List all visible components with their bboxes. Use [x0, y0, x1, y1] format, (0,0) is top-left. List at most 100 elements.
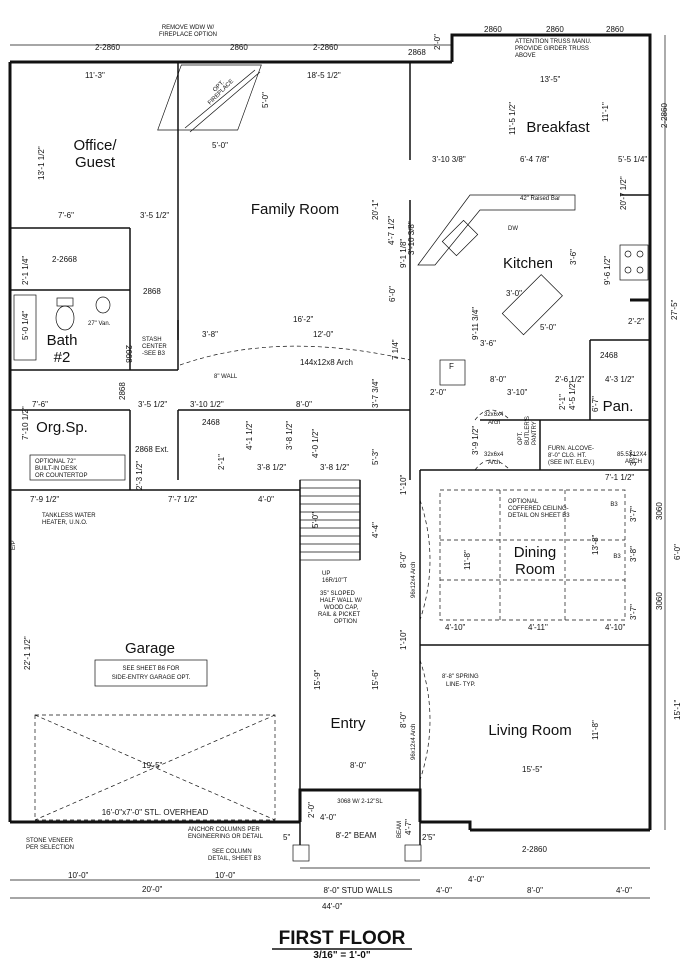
dim: 3'-10 3/8"	[432, 155, 466, 164]
dim: 11'-3"	[85, 71, 105, 80]
room-dining-line2: Room	[515, 561, 555, 578]
dim: 9'-6 1/2"	[603, 256, 612, 285]
dim: 6'-4 7/8"	[520, 155, 549, 164]
note-butler-3: PANTRY	[532, 421, 538, 445]
note-tankless-2: HEATER, U.N.O.	[42, 520, 88, 526]
room-bath-line1: Bath	[47, 332, 78, 349]
note-arch-144: 144x12x8 Arch	[300, 358, 353, 367]
dim: 2'-0"	[307, 802, 316, 818]
dim: 13'-1 1/2"	[37, 146, 46, 180]
dim: 2-2860	[522, 845, 547, 854]
dim: 2'-6 1/2"	[555, 375, 584, 384]
dim: 4'-0"	[320, 813, 336, 822]
dim: 3'-8"	[629, 546, 638, 562]
dimensions: 2-2860 2860 2-2860 2868 2'-0" 2860 2860 …	[21, 25, 682, 911]
dim: 5'-0 1/4"	[21, 311, 30, 340]
note-anchor-1: ANCHOR COLUMNS PER	[188, 827, 260, 833]
dim: 4'-0"	[436, 886, 452, 895]
dim: 5'-3"	[371, 449, 380, 465]
note-coffered-1: OPTIONAL	[508, 499, 539, 505]
dim: 3'-5 1/2"	[140, 211, 169, 220]
note-arch85-2: ARCH	[625, 459, 642, 465]
note-b3-b: B3	[613, 554, 621, 560]
note-stash-2: CENTER	[142, 344, 167, 350]
page-title: FIRST FLOOR	[279, 928, 406, 949]
room-labels: Office/ Guest Family Room Breakfast Kitc…	[36, 119, 633, 739]
dim: 3'-7"	[629, 604, 638, 620]
dim: 2668	[124, 345, 133, 363]
dim: 3'-7 3/4"	[371, 379, 380, 408]
note-up-1: UP	[322, 571, 330, 577]
dim: 3'-8 1/2"	[285, 421, 294, 450]
dim: 8'-0"	[350, 761, 366, 770]
dim: 9'-1 1/8"	[399, 239, 408, 268]
note-f: F	[449, 362, 454, 371]
dim: 3'-8 1/2"	[257, 463, 286, 472]
dim: 2'-3 1/2"	[135, 461, 144, 490]
dim: 4'-0"	[616, 886, 632, 895]
room-pan: Pan.	[603, 398, 634, 415]
dim: 8'-0"	[296, 400, 312, 409]
dim: 2'-1 1/4"	[21, 256, 30, 285]
dim: 5'-0"	[212, 141, 228, 150]
dim: 2'-0"	[430, 388, 446, 397]
dim: 3'-7"	[629, 450, 638, 466]
room-garage: Garage	[125, 640, 175, 657]
dim: 12'-0"	[313, 330, 334, 339]
dim: 5'-0"	[261, 92, 270, 108]
dim: 4'-4"	[371, 522, 380, 538]
note-wall-8: 8" WALL	[214, 374, 238, 380]
note-ep: E/P	[11, 540, 17, 550]
note-furn-3: (SEE INT. ELEV.)	[548, 460, 594, 466]
dim: 3'-6"	[569, 249, 578, 265]
dim: 22'-1 1/2"	[23, 636, 32, 670]
dim: 19'-5"	[142, 761, 163, 770]
dim: 3'-9 1/2"	[471, 426, 480, 455]
dim: 2-2860	[313, 43, 338, 52]
dim: 8'-0"	[399, 552, 408, 568]
dim: 3'-5 1/2"	[138, 400, 167, 409]
note-door-3068: 3068 W/ 2-12"SL	[337, 799, 383, 805]
dim: 20'-7 1/2"	[619, 176, 628, 210]
room-entry: Entry	[330, 715, 366, 732]
room-living: Living Room	[488, 722, 571, 739]
note-sloped-2: HALF WALL W/	[320, 598, 362, 604]
dim: 7'-6"	[32, 400, 48, 409]
note-stash-1: STASH	[142, 337, 162, 343]
note-stud-walls: 8'-0" STUD WALLS	[324, 886, 393, 895]
dim: 20'-0"	[142, 885, 163, 894]
dim: 16'-2"	[293, 315, 314, 324]
room-dining-line1: Dining	[514, 544, 557, 561]
dim: 3060	[655, 502, 664, 520]
dim: 2860	[546, 25, 564, 34]
dim: 2868	[118, 382, 127, 400]
note-column-2: DETAIL, SHEET B3	[208, 856, 261, 862]
dim: 6'-0"	[673, 544, 682, 560]
room-org: Org.Sp.	[36, 419, 88, 436]
note-arch32a-1: 32x6x4	[484, 412, 504, 418]
dim: 13'-8"	[591, 534, 600, 555]
dim: 2'-1"	[558, 394, 567, 410]
dim: 11'-8"	[591, 720, 600, 740]
dim: 3'-8"	[202, 330, 218, 339]
note-butler-1: OPT.	[518, 431, 524, 445]
dim: 15'-1"	[673, 699, 682, 720]
dim: 8'-0"	[490, 375, 506, 384]
room-breakfast: Breakfast	[526, 119, 590, 136]
stairs	[299, 479, 361, 561]
plan-notes: REMOVE WDW W/ FIREPLACE OPTION ATTENTION…	[11, 25, 647, 895]
dim: 11'-5 1/2"	[508, 102, 517, 135]
dim: 8'-0"	[399, 712, 408, 728]
dim: 2-2860	[95, 43, 120, 52]
dim: 15'-5"	[522, 765, 543, 774]
dim: 20'-1"	[371, 199, 380, 220]
dim: 2-2860	[660, 103, 669, 128]
dim: 3'-8 1/2"	[320, 463, 349, 472]
note-butler-2: BUTLER'S	[525, 416, 531, 445]
note-tankless-1: TANKLESS WATER	[42, 513, 96, 519]
note-beam-v: BEAM	[397, 821, 403, 838]
dim: 2'-1"	[217, 454, 226, 470]
dim: 15'-9"	[313, 669, 322, 690]
room-kitchen: Kitchen	[503, 255, 553, 272]
